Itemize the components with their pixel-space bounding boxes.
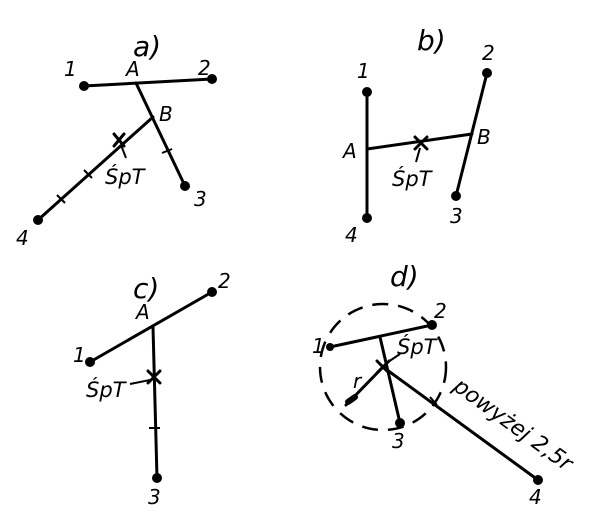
panel-d-tick [429, 396, 438, 406]
panel-a-junction-b: B [159, 102, 173, 126]
panel-b-center-leader [415, 147, 421, 163]
panel-a-tick [56, 194, 66, 204]
panel-d-point-2 [427, 320, 437, 330]
panel-d-label-4: 4 [529, 485, 542, 509]
panel-a-center-cross [112, 132, 126, 148]
panel-a-center-label: ŚpT [105, 164, 147, 189]
panel-a-center-leader [120, 144, 127, 159]
panel-d-line-to-4 [381, 365, 540, 482]
panel-a-line-a-3 [134, 81, 187, 188]
panel-c-point-2 [207, 287, 217, 297]
panel-d-center-label: ŚpT [397, 334, 439, 359]
panel-a-junction-a: A [124, 57, 140, 81]
panel-a-tick [83, 169, 93, 179]
panel-b-label-4: 4 [345, 223, 358, 247]
panel-a-label-3: 3 [194, 187, 207, 211]
panel-d-center-leader [384, 353, 401, 365]
panel-d-point-1 [326, 343, 334, 351]
panel-c-center-label: ŚpT [86, 377, 128, 402]
panel-d-point-4 [533, 475, 543, 485]
panel-c-junction-a: A [134, 300, 150, 324]
panel-d: d) 1 2 3 4 r ŚpT powyżej 2,5r [312, 260, 579, 509]
panel-d-radius-end [345, 394, 358, 405]
panel-b-label-3: 3 [450, 204, 463, 228]
panel-b-junction-a: A [341, 139, 357, 163]
panel-d-label-1: 1 [312, 334, 325, 358]
panel-b-label-1: 1 [357, 59, 370, 83]
panel-a-point-1 [79, 81, 89, 91]
panel-c-point-3 [152, 473, 162, 483]
panel-b-center-cross [413, 135, 429, 151]
panel-a-line-1-2 [82, 77, 214, 88]
panel-c-line-1-2 [88, 290, 214, 364]
panel-a-label-4: 4 [16, 226, 29, 250]
panel-a-title: a) [133, 30, 161, 63]
panel-c-label-3: 3 [148, 485, 161, 509]
panel-a-label-2: 2 [198, 56, 211, 80]
panel-d-title: d) [390, 260, 419, 293]
panel-c-center-leader [129, 379, 151, 385]
panel-c-line-a-3 [151, 325, 159, 480]
panel-c-label-2: 2 [218, 269, 231, 293]
panel-a-line-b-4 [36, 115, 155, 222]
panel-a: a) 1 2 3 4 A B ŚpT [16, 30, 217, 250]
panel-c-point-1 [85, 357, 95, 367]
panel-b-point-3 [451, 191, 461, 201]
panel-d-point-3 [395, 418, 405, 428]
panel-b-point-2 [482, 68, 492, 78]
panel-d-line-to-3 [378, 335, 402, 425]
panel-b: b) 1 2 3 4 A B ŚpT [341, 24, 495, 247]
panel-b-point-1 [362, 87, 372, 97]
panel-d-label-3: 3 [392, 429, 405, 453]
panel-b-junction-b: B [477, 125, 491, 149]
panel-c: c) 1 2 3 A ŚpT [73, 269, 231, 509]
panel-d-dashed-circle [318, 302, 448, 432]
panel-a-tick [161, 148, 173, 154]
panel-a-point-4 [33, 215, 43, 225]
panel-c-title: c) [133, 272, 159, 305]
panel-d-radius-label: r [353, 369, 363, 393]
panel-b-point-4 [362, 213, 372, 223]
panel-c-label-1: 1 [73, 343, 86, 367]
panel-a-label-1: 1 [64, 57, 77, 81]
panel-a-point-3 [180, 181, 190, 191]
panel-b-center-label: ŚpT [392, 166, 434, 191]
panel-b-title: b) [417, 24, 446, 57]
panel-d-label-2: 2 [434, 299, 447, 323]
panel-b-label-2: 2 [482, 41, 495, 65]
panel-a-point-2 [207, 74, 217, 84]
